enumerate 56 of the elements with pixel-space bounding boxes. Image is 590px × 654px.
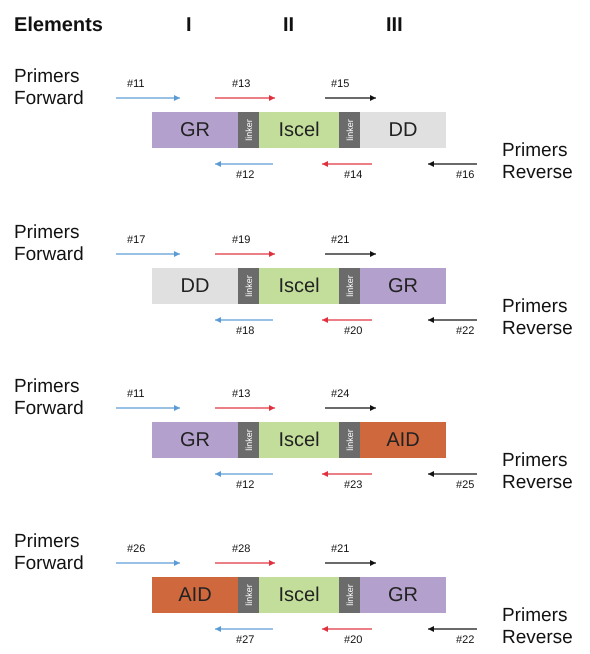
primer-group-label: Primers Forward	[14, 531, 85, 575]
primer-number: #13	[232, 388, 250, 400]
linker-segment: linker	[238, 112, 259, 148]
primer-number: #12	[236, 169, 254, 181]
domain-segment: AID	[152, 577, 238, 613]
primer-group-label: Primers Reverse	[502, 605, 574, 649]
primer-number: #26	[127, 543, 146, 555]
primer-number: #24	[331, 388, 350, 400]
primer-number: #19	[232, 234, 250, 246]
linker-segment: linker	[339, 268, 360, 304]
primer-number: #28	[232, 543, 250, 555]
primer-group-label: Primers Forward	[14, 222, 85, 266]
primer-number: #22	[456, 325, 474, 337]
primer-number: #12	[236, 479, 254, 491]
primer-number: #11	[127, 78, 145, 90]
primer-number: #13	[232, 78, 250, 90]
primer-number: #27	[236, 634, 254, 646]
domain-segment: DD	[360, 112, 446, 148]
primer-group-label: Primers Reverse	[502, 140, 574, 184]
primer-number: #22	[456, 634, 474, 646]
domain-segment: GR	[360, 577, 446, 613]
linker-segment: linker	[339, 577, 360, 613]
linker-segment: linker	[238, 422, 259, 458]
primer-group-label: Primers Reverse	[502, 450, 574, 494]
column-header: III	[386, 14, 403, 37]
primer-number: #14	[344, 169, 362, 181]
linker-segment: linker	[339, 422, 360, 458]
primer-number: #17	[127, 234, 146, 246]
primer-number: #20	[344, 634, 362, 646]
primer-number: #20	[344, 325, 362, 337]
domain-segment: GR	[152, 112, 238, 148]
domain-segment: Iscel	[259, 422, 339, 458]
primer-group-label: Primers Forward	[14, 376, 85, 420]
primer-number: #25	[456, 479, 474, 491]
primer-group-label: Primers Forward	[14, 66, 85, 110]
domain-segment: Iscel	[259, 268, 339, 304]
domain-segment: DD	[152, 268, 238, 304]
primer-group-label: Primers Reverse	[502, 296, 574, 340]
column-header: II	[283, 14, 294, 37]
column-header: Elements	[14, 14, 103, 37]
domain-segment: GR	[360, 268, 446, 304]
primer-number: #23	[344, 479, 362, 491]
domain-segment: Iscel	[259, 577, 339, 613]
primer-number: #21	[331, 543, 350, 555]
primer-number: #18	[236, 325, 254, 337]
primer-number: #21	[331, 234, 350, 246]
linker-segment: linker	[238, 577, 259, 613]
linker-segment: linker	[339, 112, 360, 148]
domain-segment: GR	[152, 422, 238, 458]
linker-segment: linker	[238, 268, 259, 304]
primer-number: #15	[331, 78, 350, 90]
domain-segment: Iscel	[259, 112, 339, 148]
primer-number: #16	[456, 169, 474, 181]
domain-segment: AID	[360, 422, 446, 458]
primer-number: #11	[127, 388, 145, 400]
column-header: I	[186, 14, 192, 37]
